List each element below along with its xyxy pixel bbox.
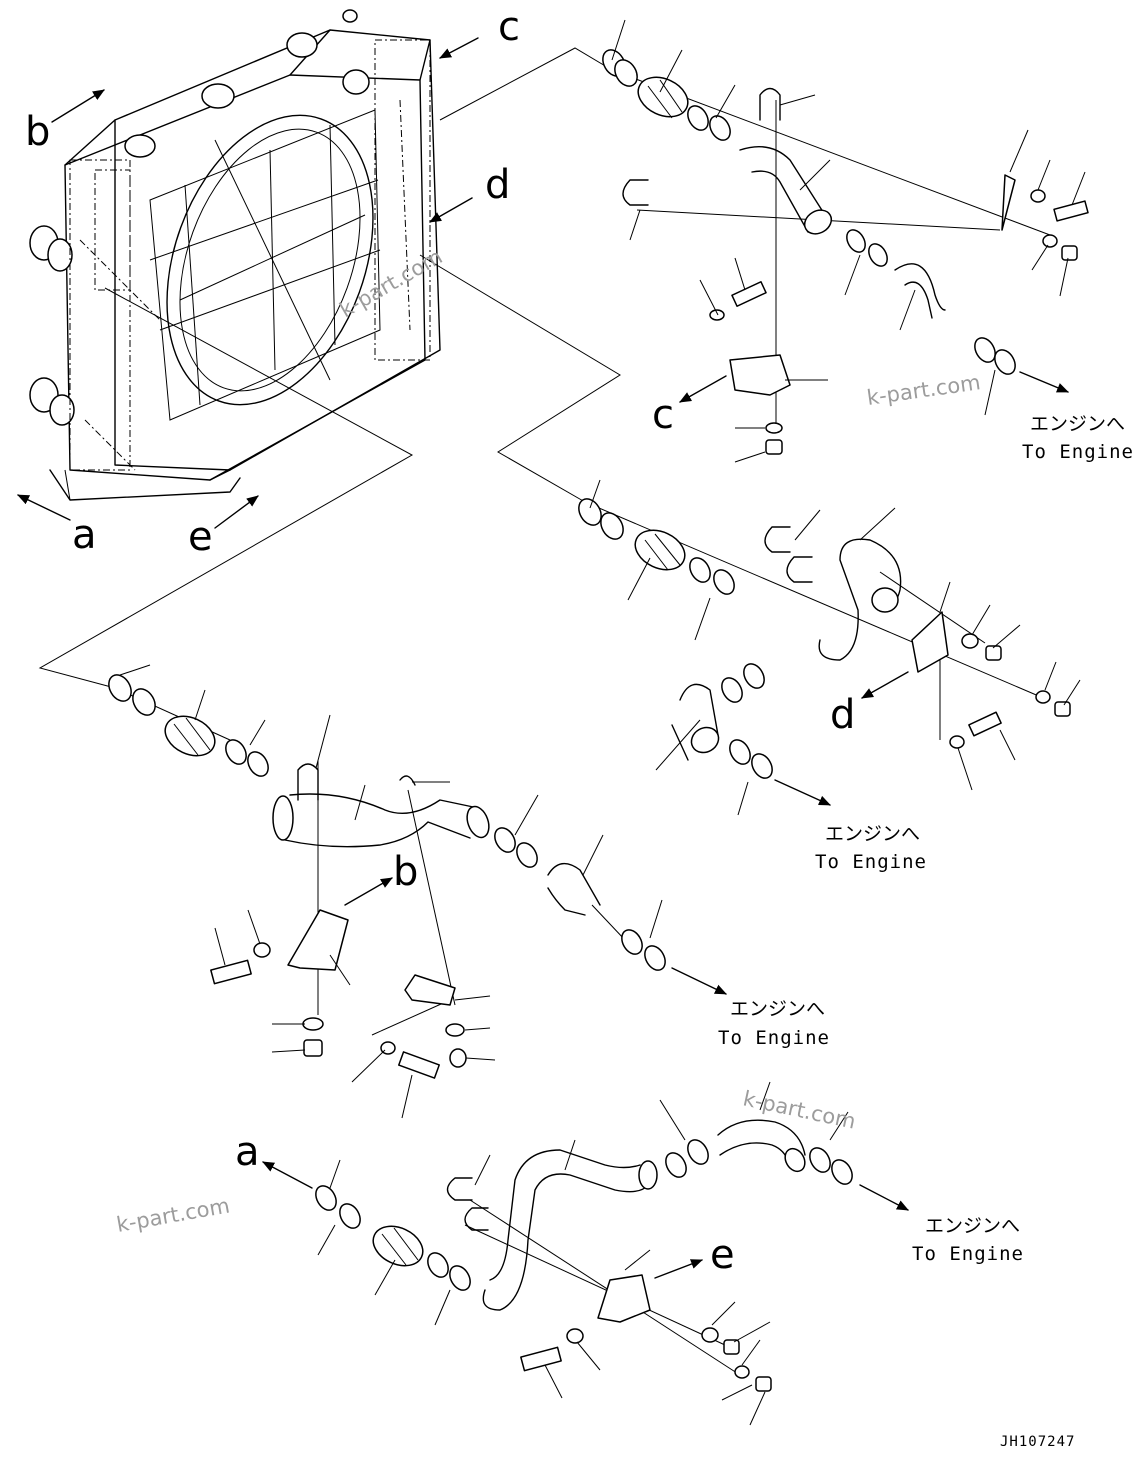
watermark-4: k-part.com: [115, 1193, 232, 1236]
callout-c-radiator: c: [498, 4, 520, 50]
destination-en-3: To Engine: [718, 1027, 830, 1049]
destination-jp-2: エンジンへ: [825, 823, 920, 845]
destination-en-1: To Engine: [1022, 441, 1134, 463]
destination-jp-3: エンジンへ: [730, 998, 825, 1020]
destination-jp-4: エンジンへ: [925, 1215, 1020, 1237]
watermark-2: k-part.com: [865, 370, 982, 410]
destination-en-2: To Engine: [815, 851, 927, 873]
watermark-3: k-part.com: [741, 1086, 858, 1133]
callout-a-radiator: a: [72, 512, 97, 558]
hose-assembly-b: b エンジンへ To Engine: [108, 664, 830, 1119]
callout-c-assembly: c: [652, 392, 674, 438]
callout-d-assembly: d: [830, 692, 855, 738]
drawing-number: JH107247: [1000, 1434, 1075, 1450]
callout-b-radiator: b: [25, 109, 50, 155]
leader-lines: [38, 47, 621, 689]
callout-e-radiator: e: [188, 514, 213, 560]
radiator-callouts: c b d a e: [17, 4, 520, 560]
radiator-assembly: [29, 9, 441, 501]
watermarks: k-part.com k-part.com k-part.com k-part.…: [115, 244, 982, 1237]
hose-assembly-c: c エンジンへ To Engine: [602, 19, 1134, 463]
callout-b-assembly: b: [393, 849, 418, 895]
callout-d-radiator: d: [485, 162, 510, 208]
hose-assembly-d: d エンジンへ To Engine: [578, 479, 1081, 873]
hose-assembly-a-e: a e エンジンへ To Engine: [235, 1081, 1024, 1426]
callout-a-assembly: a: [235, 1129, 260, 1175]
destination-en-4: To Engine: [912, 1243, 1024, 1265]
callout-e-assembly: e: [710, 1232, 735, 1278]
destination-jp-1: エンジンへ: [1030, 413, 1125, 435]
